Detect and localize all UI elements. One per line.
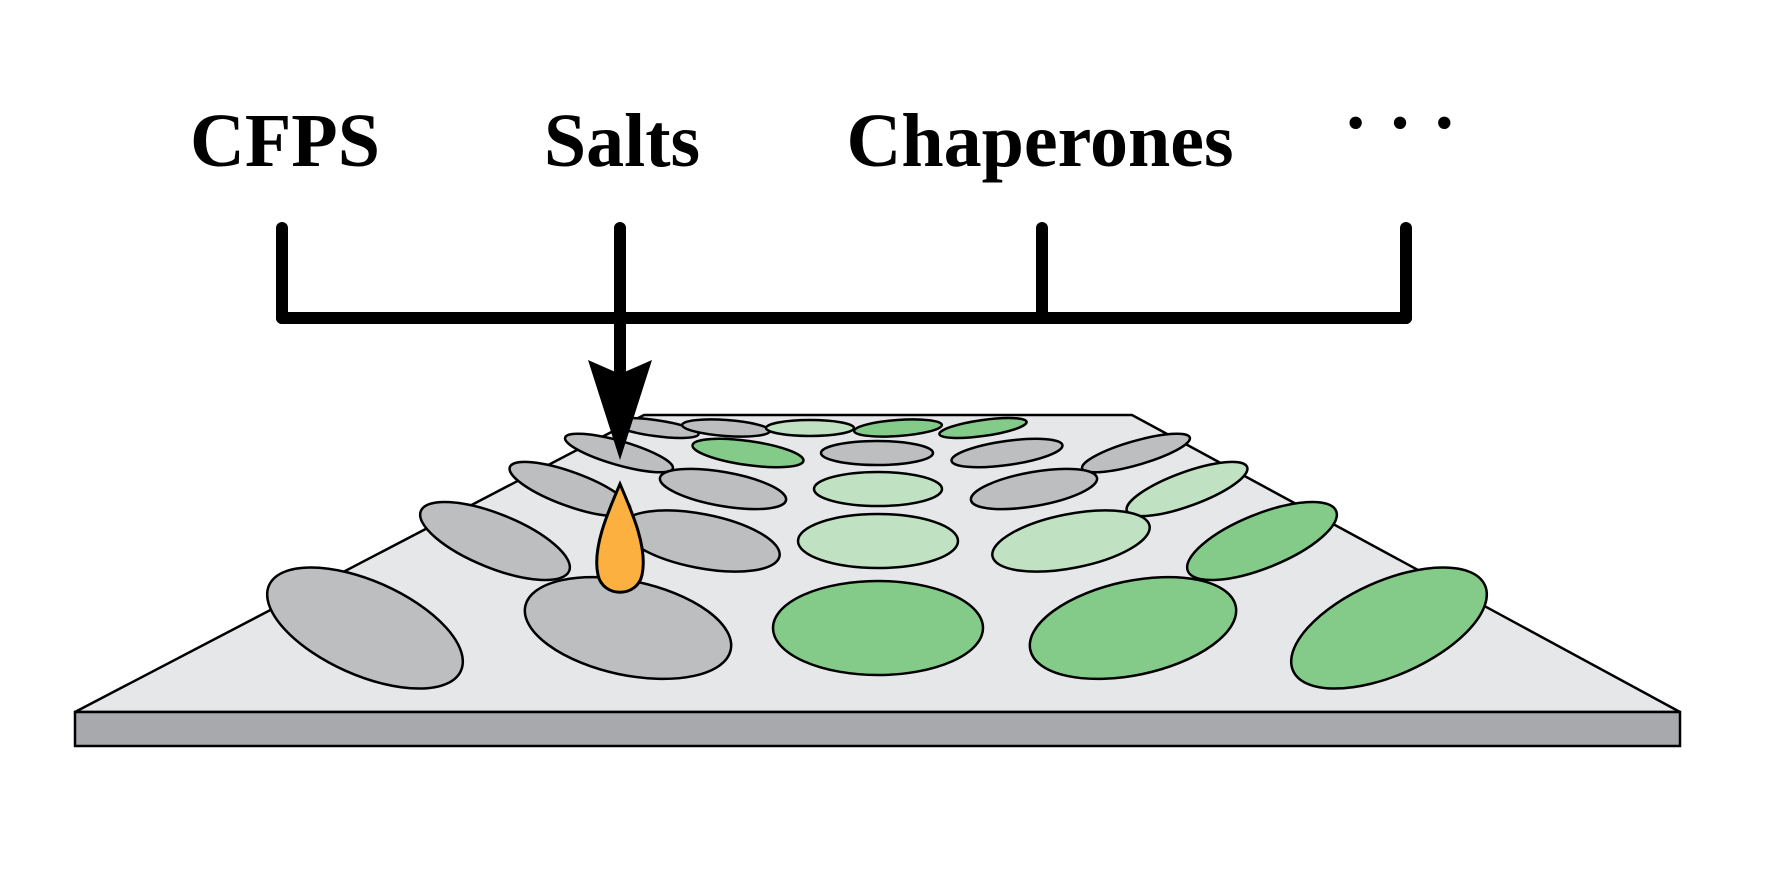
plate-side — [73, 710, 1682, 748]
well-r3-c2 — [658, 467, 788, 511]
combine-bracket — [276, 222, 1412, 384]
well-r5-c4 — [1028, 575, 1238, 681]
well-r1-c3 — [764, 418, 856, 438]
wells — [265, 416, 1489, 690]
well-r4-c5 — [1185, 500, 1339, 582]
well-r2-c5 — [1080, 432, 1192, 474]
well-r4-c1 — [418, 500, 572, 582]
well-r2-c2 — [691, 437, 805, 469]
well-r3-c3 — [812, 470, 944, 508]
well-r1-c4 — [852, 418, 944, 438]
droplet-icon — [595, 480, 645, 594]
label-salts: Salts — [544, 99, 700, 183]
well-r4-c4 — [991, 509, 1151, 573]
label-chaperones: Chaperones — [846, 99, 1233, 183]
label-more: · · · — [1343, 81, 1457, 165]
well-r5-c1 — [265, 566, 465, 690]
well-plate — [73, 413, 1682, 748]
well-r3-c4 — [969, 467, 1099, 511]
label-cfps: CFPS — [190, 99, 380, 183]
well-r2-c3 — [819, 439, 935, 467]
well-r4-c3 — [796, 512, 960, 570]
well-r1-c5 — [938, 416, 1028, 440]
well-r5-c3 — [771, 579, 985, 677]
down-arrow-icon — [588, 360, 652, 460]
well-r2-c4 — [950, 437, 1064, 469]
well-r5-c5 — [1289, 566, 1489, 690]
